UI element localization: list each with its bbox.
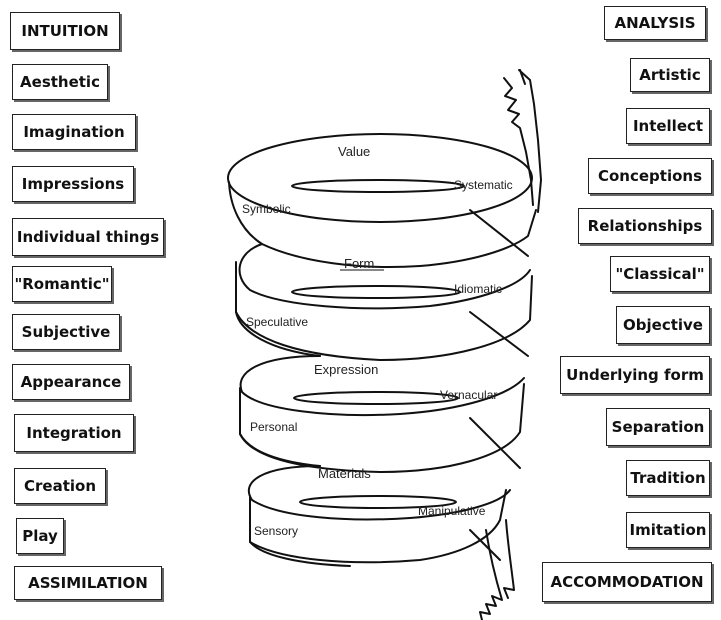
coil-4-cross [469,529,501,561]
left-term-creation: Creation [14,468,106,504]
coil-2-top-rim [238,243,531,310]
left-term-play: Play [16,518,64,554]
right-term-relationships: Relationships [578,208,712,244]
spiral-level-2-right: Idiomatic [454,282,503,296]
right-term-imitation: Imitation [626,512,710,548]
left-term-romantic: "Romantic" [12,266,112,302]
left-term-impressions: Impressions [12,166,134,202]
coil-1-top-rim [227,133,533,223]
spiral-level-4-right: Manipulative [418,504,486,518]
spiral-level-3-left: Personal [250,420,298,434]
left-term-aesthetic: Aesthetic [12,64,108,100]
left-term-intuition: INTUITION [10,12,120,50]
spiral-level-2-left: Speculative [246,315,309,329]
left-term-subjective: Subjective [12,314,120,350]
right-term-objective: Objective [616,306,710,344]
spiral-level-3-top: Expression [314,362,379,377]
coil-2-left-side [235,261,321,357]
right-term-accommodation: ACCOMMODATION [542,562,712,602]
right-term-intellect: Intellect [626,108,710,144]
coil-1-inner-hole [291,179,465,193]
coil-3-top-rim [239,355,525,417]
spiral-bottom-torn-end [479,519,515,620]
spiral-level-1-left: Symbolic [242,202,291,216]
left-term-integration: Integration [14,414,134,452]
coil-4-top-rim [247,465,511,521]
spiral-level-4-top: Materials [318,466,371,481]
coil-3-inner-hole [293,391,459,405]
coil-2-cross [469,311,529,357]
right-term-analysis: ANALYSIS [604,6,706,40]
spiral-level-2-top: Form [344,256,375,271]
right-term-classical: "Classical" [610,256,710,292]
coil-2-lower-edge [235,275,533,361]
right-term-conceptions: Conceptions [588,158,712,194]
coil-1-lower-edge [228,181,537,269]
coil-4-inner-hole [299,495,457,509]
spiral-level-3-right: Vernacular [440,388,498,402]
coil-3-lower-edge [239,383,525,473]
spiral-top-torn-end [503,69,542,213]
coil-3-cross [469,417,521,469]
left-term-imagination: Imagination [12,114,136,150]
coil-2-inner-hole [291,285,461,299]
left-term-individual-things: Individual things [12,218,164,256]
right-term-separation: Separation [606,408,710,446]
spiral-top-edge [519,69,526,85]
coil-1-cross [469,209,529,257]
right-term-tradition: Tradition [626,460,710,496]
right-term-artistic: Artistic [630,58,710,92]
left-term-assimilation: ASSIMILATION [14,566,162,600]
spiral-level-4-left: Sensory [254,524,299,538]
right-term-underlying-form: Underlying form [560,356,710,394]
left-term-appearance: Appearance [12,364,130,400]
spiral-level-1-right: Systematic [454,178,513,192]
spiral-level-1-top: Value [338,144,371,159]
